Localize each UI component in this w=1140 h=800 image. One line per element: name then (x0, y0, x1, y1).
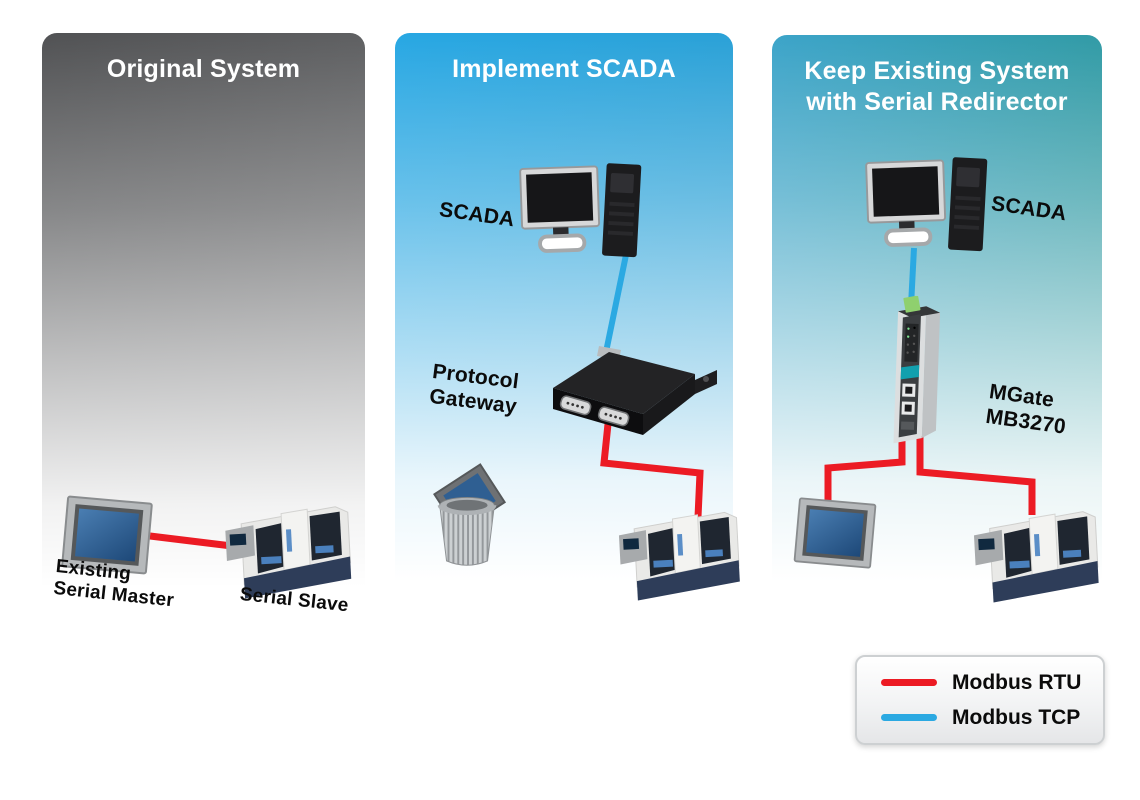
modbus-rtu-swatch (881, 679, 937, 686)
panel-title-keep-existing-system: Keep Existing System with Serial Redirec… (804, 57, 1070, 116)
legend-label-modbus-rtu: Modbus RTU (952, 670, 1082, 694)
legend-label-modbus-tcp: Modbus TCP (952, 705, 1081, 729)
panel-title-implement-scada: Implement SCADA (452, 55, 676, 83)
panel-keep-existing-system: Keep Existing System with Serial Redirec… (772, 35, 1102, 623)
panel-original-system: Original System (42, 33, 365, 623)
legend-item-modbus-tcp: Modbus TCP (881, 706, 1103, 730)
modbus-tcp-swatch (881, 714, 937, 721)
legend-item-modbus-rtu: Modbus RTU (881, 671, 1103, 695)
panel-title-original-system: Original System (106, 55, 301, 83)
panel-implement-scada: Implement SCADA (395, 33, 733, 623)
legend: Modbus RTU Modbus TCP (855, 655, 1105, 745)
label-protocol-gateway: Protocol Gateway (428, 360, 521, 419)
